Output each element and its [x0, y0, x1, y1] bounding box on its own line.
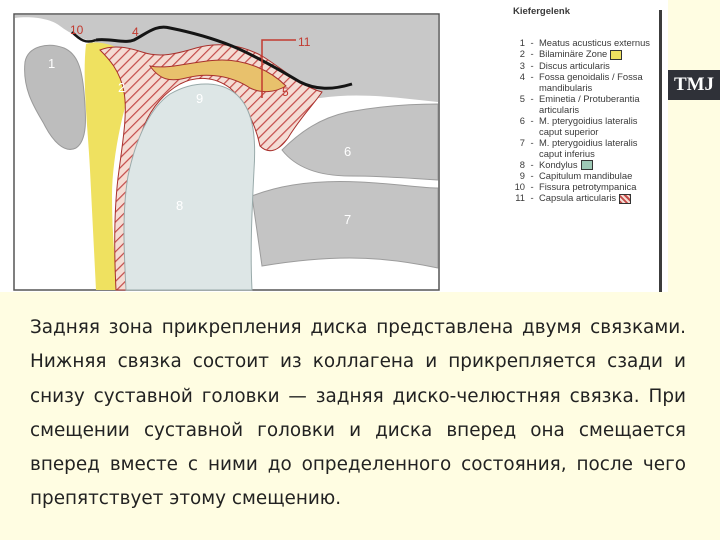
muscle-inferior-shape	[251, 181, 439, 269]
bilaminar-zone-shape	[84, 42, 133, 290]
swatch-condyle	[580, 160, 593, 171]
legend-item: 5-Eminetia / Protuberantia articularis	[519, 92, 640, 115]
muscle-superior-shape	[281, 103, 439, 181]
label-9: 9	[196, 91, 203, 106]
meatus-shape	[24, 44, 87, 150]
legend-item: 10-Fissura petrotympanica	[514, 181, 637, 193]
disc-shape	[148, 59, 287, 93]
label-11: 11	[298, 35, 311, 49]
legend-item: 6-M. pterygoidius lateralis caput superi…	[519, 114, 638, 137]
legend-item: 3-Discus articularis	[519, 59, 610, 71]
legend-item: 11-Capsula articularis	[513, 192, 663, 204]
legend-divider	[659, 10, 662, 292]
tmj-badge: TMJ	[668, 70, 720, 100]
legend-item: 1-Meatus acusticus externus	[519, 37, 650, 48]
figure-panel: 1 2 9 4 10 11 5 6 8 7 Kiefergelenk 1-Mea…	[0, 0, 668, 292]
label-2: 2	[118, 80, 125, 95]
diagram-legend: Kiefergelenk 1-Meatus acusticus externus…	[513, 6, 663, 204]
legend-title: Kiefergelenk	[513, 6, 571, 17]
fossa-outline	[95, 25, 353, 90]
label-1: 1	[48, 56, 55, 71]
legend-item: 7-M. pterygoidius lateralis caput inferi…	[519, 136, 638, 159]
fissure-outline	[71, 31, 97, 43]
label-5: 5	[282, 85, 289, 99]
skull-base-shape	[15, 15, 438, 102]
condyle-shape	[123, 83, 256, 291]
legend-item: 8-Kondylus	[513, 159, 663, 171]
label-7: 7	[344, 212, 351, 227]
capsule-leader	[261, 39, 296, 98]
tmj-anatomy-diagram: 1 2 9 4 10 11 5 6 8 7	[13, 13, 440, 291]
label-6: 6	[344, 144, 351, 159]
body-paragraph: Задняя зона прикрепления диска представл…	[30, 317, 686, 510]
swatch-capsule	[619, 193, 632, 204]
label-10: 10	[70, 23, 84, 37]
legend-item: 4-Fossa genoidalis / Fossa mandibularis	[519, 70, 643, 93]
swatch-bilaminar	[610, 49, 623, 60]
legend-item: 2-Bilaminäre Zone	[513, 48, 663, 60]
legend-item: 9-Capitulum mandibulae	[519, 170, 633, 182]
label-4: 4	[132, 25, 139, 39]
label-8: 8	[176, 198, 183, 213]
